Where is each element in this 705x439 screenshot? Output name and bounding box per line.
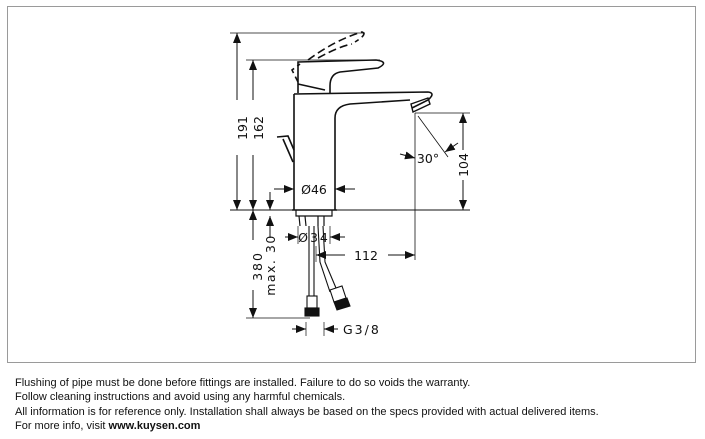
dim-max-thickness: max. 30: [263, 234, 278, 296]
note-reference: All information is for reference only. I…: [15, 405, 599, 418]
dim-spout-reach: 112: [354, 248, 378, 263]
more-info-prefix: For more info, visit: [15, 419, 109, 432]
note-cleaning: Follow cleaning instructions and avoid u…: [15, 391, 346, 404]
dim-total-height: 191: [235, 116, 250, 140]
dim-spout-height: 104: [456, 153, 471, 177]
website-link[interactable]: www.kuysen.com: [108, 419, 201, 432]
dim-spout-angle: 30°: [417, 151, 439, 166]
drawing-frame: [7, 6, 696, 363]
dim-body-diameter: Ø46: [301, 182, 327, 197]
note-flushing: Flushing of pipe must be done before fit…: [15, 377, 471, 389]
dim-lever-height: 162: [251, 116, 266, 140]
dim-connection: G3/8: [343, 322, 381, 337]
dim-shank-diameter: Ø34: [298, 230, 330, 245]
note-more-info: For more info, visit www.kuysen.com: [15, 419, 599, 433]
dim-hose-length: 380: [250, 251, 265, 281]
installation-notes: Flushing of pipe must be done before fit…: [15, 376, 599, 433]
